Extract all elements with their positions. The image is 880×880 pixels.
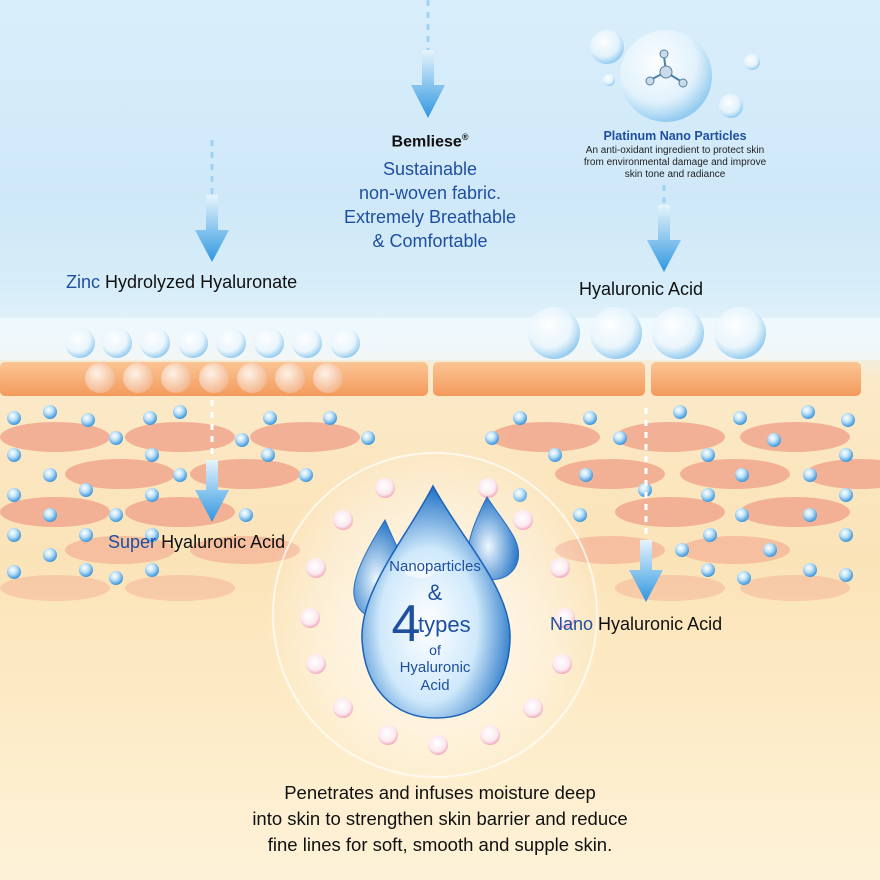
platinum-description: An anti-oxidant ingredient to protect sk… (575, 145, 775, 181)
footer-line-1: Penetrates and infuses moisture deep (284, 782, 596, 803)
nano-label: Nano Hyaluronic Acid (550, 614, 722, 635)
super-label-suffix: Hyaluronic Acid (161, 532, 286, 552)
platinum-line-2: from environmental damage and improve (583, 157, 767, 168)
stratum-layer (0, 362, 861, 396)
drop-types: types (418, 612, 471, 637)
zinc-label-suffix: Hydrolyzed Hyaluronate (105, 272, 298, 292)
platinum-line-3: skin tone and radiance (624, 169, 726, 180)
drop-hyaluronic: Hyaluronic (399, 659, 471, 676)
zinc-label: Zinc Hydrolyzed Hyaluronate (66, 272, 297, 293)
skin-cells (0, 422, 880, 601)
hyaluronic-acid-label: Hyaluronic Acid (579, 279, 704, 299)
arrow-platinum-icon (647, 185, 681, 272)
drop-acid: Acid (420, 677, 450, 694)
platinum-title: Platinum Nano Particles (603, 129, 747, 143)
footer-line-2: into skin to strengthen skin barrier and… (252, 808, 628, 829)
bemliese-line-2: non-woven fabric. (358, 183, 502, 203)
bemliese-line-4: & Comfortable (372, 231, 488, 251)
bemliese-description: Sustainable non-woven fabric. Extremely … (300, 157, 560, 253)
super-label: Super Hyaluronic Acid (108, 532, 285, 553)
pearl-ring (300, 478, 575, 755)
arrow-nano-icon (629, 408, 663, 602)
drop-of: of (429, 642, 441, 658)
registered-mark: ® (461, 132, 469, 142)
water-drops-icon (353, 484, 520, 719)
arrow-top-center-icon (411, 0, 445, 118)
bemliese-line-3: Extremely Breathable (343, 207, 517, 227)
nano-label-prefix: Nano (550, 614, 594, 634)
hyaluronic-dots (7, 405, 855, 585)
bemliese-title: Bemliese® (370, 132, 490, 151)
drop-nanoparticles: Nanoparticles (389, 558, 481, 575)
drop-number: 4 (391, 595, 421, 653)
nano-label-suffix: Hyaluronic Acid (598, 614, 723, 634)
footer-line-3: fine lines for soft, smooth and supple s… (267, 834, 613, 855)
platinum-line-1: An anti-oxidant ingredient to protect sk… (585, 145, 765, 156)
footer-description: Penetrates and infuses moisture deep int… (140, 780, 740, 858)
super-label-prefix: Super (108, 532, 157, 552)
arrow-super-icon (195, 400, 229, 522)
platinum-molecule-icon (590, 30, 760, 122)
arrow-zinc-icon (195, 140, 229, 262)
surface-molecules (65, 307, 766, 359)
bemliese-name: Bemliese (391, 133, 462, 151)
zinc-label-prefix: Zinc (66, 272, 101, 292)
drop-ampersand: & (427, 580, 443, 605)
bemliese-line-1: Sustainable (382, 159, 478, 179)
